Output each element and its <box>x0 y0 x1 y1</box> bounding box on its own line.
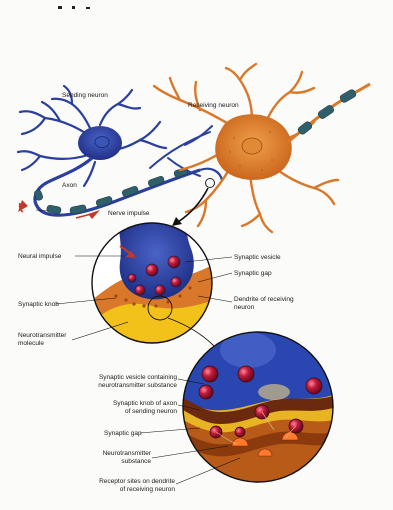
synapse-focus-circle <box>206 179 215 188</box>
receiving-neuron <box>154 64 370 232</box>
label-neural-impulse: Neural impulse <box>18 253 61 261</box>
top-scan-marks <box>58 6 90 9</box>
label-dendrite-receiving: Dendrite of receiving neuron <box>234 296 294 311</box>
label-synaptic-vesicle: Synaptic vesicle <box>234 254 281 262</box>
label-synaptic-knob: Synaptic knob <box>18 301 59 309</box>
synapse-zoom-circle <box>92 222 214 345</box>
label-synaptic-gap-detail: Synaptic gap <box>104 430 142 438</box>
label-synaptic-gap: Synaptic gap <box>234 270 272 278</box>
label-neurotransmitter-substance: Neurotransmitter substance <box>103 450 151 465</box>
label-neurotransmitter-molecule: Neurotransmitter molecule <box>18 332 66 347</box>
synapse-detail-circle <box>183 332 333 482</box>
label-vesicle-containing: Synaptic vesicle containing neurotransmi… <box>98 374 177 389</box>
label-receptor-sites: Receptor sites on dendrite of receiving … <box>99 478 175 493</box>
label-knob-of-axon: Synaptic knob of axon of sending neuron <box>113 400 177 415</box>
label-receiving-neuron: Receiving neuron <box>188 102 239 110</box>
label-nerve-impulse: Nerve impulse <box>108 210 150 218</box>
label-sending-neuron: Sending neuron <box>62 92 108 100</box>
label-axon: Axon <box>62 182 77 190</box>
